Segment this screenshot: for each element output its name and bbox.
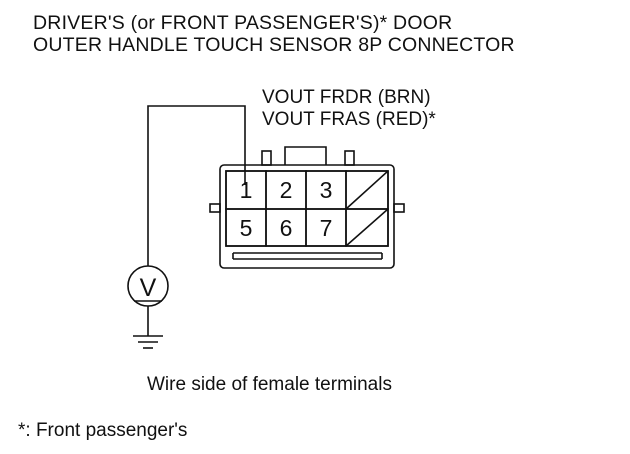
probe-wire [147,105,246,266]
footnote: *: Front passenger's [18,420,188,441]
connector-body [209,146,405,269]
pin-6: 6 [280,215,293,241]
wire-label-line-2: VOUT FRAS (RED)* [262,109,436,130]
empty-cavity-8 [345,208,389,247]
pin-7: 7 [320,215,333,241]
title-line-2: OUTER HANDLE TOUCH SENSOR 8P CONNECTOR [33,34,515,56]
pin-2: 2 [280,177,293,203]
voltmeter-symbol: V [140,274,157,302]
wire-label: VOUT FRDR (BRN) VOUT FRAS (RED)* [262,87,436,131]
pin-5: 5 [240,215,253,241]
diagram-title: DRIVER'S (or FRONT PASSENGER'S)* DOOR OU… [33,12,515,56]
diagram-caption: Wire side of female terminals [147,374,392,395]
ground-icon [133,306,163,349]
title-line-1: DRIVER'S (or FRONT PASSENGER'S)* DOOR [33,12,453,34]
pin-3: 3 [320,177,333,203]
wire-label-line-1: VOUT FRDR (BRN) [262,87,431,108]
empty-cavity-4 [345,170,389,210]
pin-1: 1 [240,177,253,203]
pin-grid [225,170,389,247]
